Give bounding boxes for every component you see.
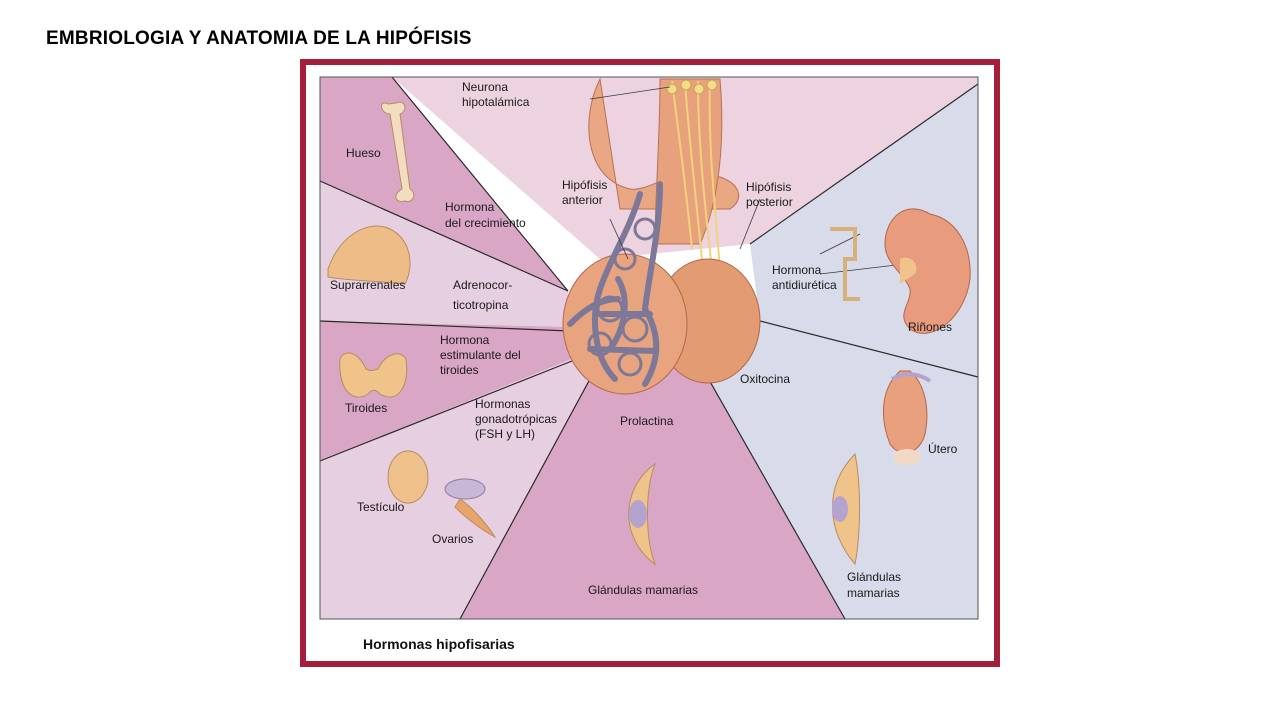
label-utero: Útero bbox=[928, 441, 958, 456]
label-tiroides: Tiroides bbox=[345, 401, 387, 415]
label-testiculo: Testículo bbox=[357, 500, 405, 514]
figure-inner-border bbox=[319, 76, 979, 620]
adrenal-illustration bbox=[327, 225, 411, 285]
figure-frame bbox=[300, 59, 1000, 667]
panel-prolactin bbox=[460, 364, 845, 619]
label-prolactina: Prolactina bbox=[620, 414, 674, 428]
label-oxitocina: Oxitocina bbox=[740, 372, 790, 386]
label-hueso: Hueso bbox=[346, 146, 381, 160]
vessel-network bbox=[587, 217, 657, 377]
slide-title: EMBRIOLOGIA Y ANATOMIA DE LA HIPÓFISIS bbox=[46, 28, 472, 49]
hypothalamic-neurons bbox=[671, 80, 721, 270]
mammary-right-lobules bbox=[832, 496, 848, 522]
label-glandulas-mamarias-centro: Glándulas mamarias bbox=[588, 583, 698, 597]
panel-adrenal bbox=[320, 181, 570, 327]
label-suprarrenales: Suprarrenales bbox=[330, 278, 405, 292]
bone-illustration bbox=[381, 101, 415, 203]
uterus-illustration bbox=[882, 370, 932, 465]
neuron-bodies bbox=[666, 79, 718, 95]
ovary-illustration bbox=[444, 478, 497, 539]
label-ovarios: Ovarios bbox=[432, 532, 473, 546]
mammary-center-lobules bbox=[629, 500, 647, 528]
figure-caption: Hormonas hipofisarias bbox=[363, 636, 515, 652]
panel-bone bbox=[320, 77, 568, 291]
portal-vessels bbox=[567, 181, 663, 387]
divider-lines bbox=[319, 76, 979, 620]
kidney-illustration bbox=[830, 208, 971, 334]
leader-lines bbox=[589, 86, 906, 275]
label-rinones: Riñones bbox=[908, 320, 952, 334]
panel-thyroid bbox=[320, 321, 572, 461]
testicle-illustration bbox=[387, 450, 429, 504]
thyroid-illustration bbox=[339, 352, 408, 398]
label-adrenocorticotropina: Adrenocor-ticotropina bbox=[453, 278, 512, 312]
